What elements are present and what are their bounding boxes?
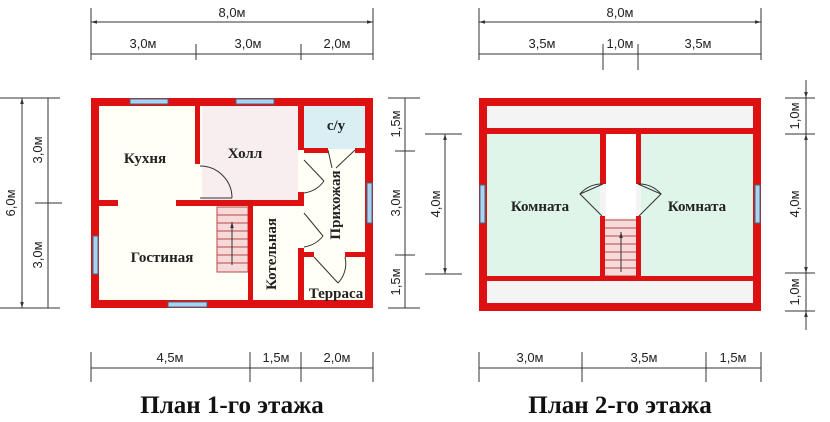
plan-2: Комната Комната 8,0м 3,5м 1,0м 3,5м 4,0м… [425,5,815,419]
room-living: Гостиная [131,250,194,266]
window [479,184,486,224]
room-hall: Холл [228,146,263,162]
dim-top: 3,5м [528,36,555,51]
room-left: Комната [511,199,570,215]
dim-bottom: 1,5м [262,350,289,365]
plan2-title: План 2-го этажа [528,392,712,419]
window [92,235,99,275]
dim-right: 1,5м [388,110,403,137]
plan-1: Кухня Холл с/у Гостиная Котельная Прихож… [0,5,420,419]
dim-top: 1,0м [606,36,633,51]
dim-right: 3,0м [388,189,403,216]
window [129,98,169,105]
dim-top: 3,5м [684,36,711,51]
plan1-dimensions [0,8,420,382]
window [366,182,373,224]
doors [579,183,662,217]
dim-top: 3,0м [234,36,261,51]
dim-bottom: 4,5м [156,350,183,365]
window [167,301,208,308]
room-right: Комната [668,199,727,215]
bath-area [304,106,365,149]
dim-bottom: 3,5м [630,350,657,365]
room-terrace: Терраса [309,286,364,302]
room-right-area [641,134,753,276]
dim-total-height: 6,0м [3,189,18,216]
window [235,98,275,105]
dim-total-width: 8,0м [218,5,245,20]
corridor [606,134,636,218]
dim-right: 1,5м [388,268,403,295]
dim-left: 4,0м [428,190,443,217]
dim-right: 4,0м [787,190,802,217]
window [754,184,761,224]
plan2-dimensions [425,8,815,382]
dim-right: 1,0м [787,278,802,305]
dim-bottom: 1,5м [719,350,746,365]
dim-left: 3,0м [30,136,45,163]
dim-total-width: 8,0м [606,5,633,20]
dim-right: 1,0м [787,102,802,129]
dim-bottom: 2,0м [323,350,350,365]
room-bath: с/у [327,118,346,134]
dim-left: 3,0м [30,241,45,268]
plan1-title: План 1-го этажа [140,392,324,419]
room-boiler: Котельная [264,218,280,290]
doors [199,149,356,284]
room-kitchen: Кухня [124,151,166,167]
hall-area [202,106,298,202]
plan1-walls [91,98,373,308]
dim-top: 2,0м [323,36,350,51]
dim-top: 3,0м [129,36,156,51]
room-left-area [487,134,600,276]
dim-bottom: 3,0м [516,350,543,365]
room-entry: Прихожая [328,170,344,239]
